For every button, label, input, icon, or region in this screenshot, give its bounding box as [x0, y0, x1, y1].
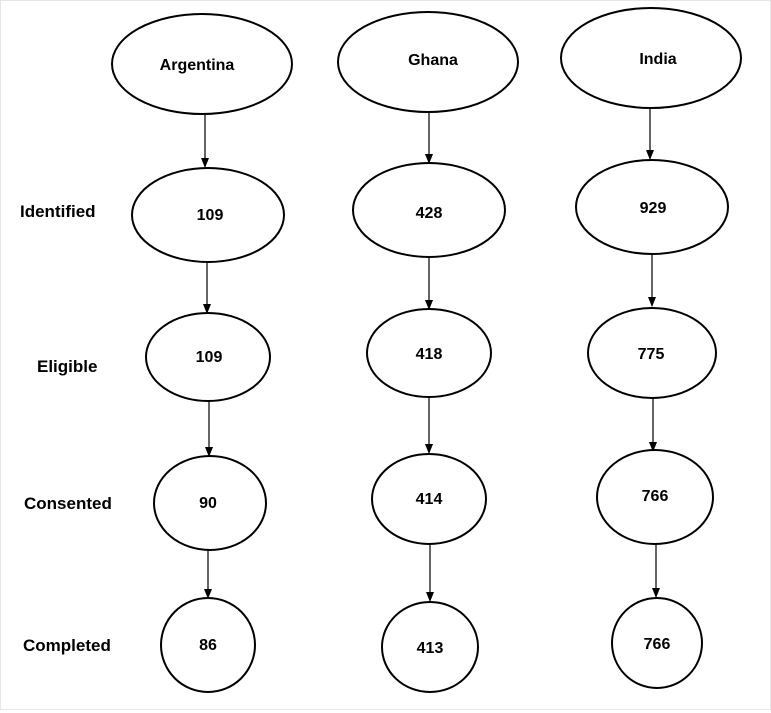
country-label: Ghana — [408, 52, 458, 69]
count-node-india-eligible: 775 — [587, 307, 717, 399]
count-value: 428 — [416, 205, 443, 222]
count-node-argentina-eligible: 109 — [145, 312, 271, 402]
count-value: 109 — [196, 349, 223, 366]
country-node-ghana: Ghana — [337, 11, 519, 113]
count-value: 109 — [197, 207, 224, 224]
country-node-argentina: Argentina — [111, 13, 293, 115]
country-label: India — [639, 51, 676, 68]
count-node-india-consented: 766 — [596, 449, 714, 545]
count-value: 766 — [642, 488, 669, 505]
count-value: 414 — [416, 491, 443, 508]
count-node-india-identified: 929 — [575, 159, 729, 255]
count-node-ghana-eligible: 418 — [366, 308, 492, 398]
stage-label-consented: Consented — [24, 494, 112, 513]
count-node-ghana-completed: 413 — [381, 601, 479, 693]
stage-label-eligible: Eligible — [37, 357, 97, 376]
count-node-argentina-consented: 90 — [153, 455, 267, 551]
count-node-argentina-completed: 86 — [160, 597, 256, 693]
count-value: 775 — [638, 346, 665, 363]
count-node-ghana-identified: 428 — [352, 162, 506, 258]
stage-label-identified: Identified — [20, 202, 96, 221]
count-node-ghana-consented: 414 — [371, 453, 487, 545]
count-value: 90 — [199, 495, 217, 512]
count-value: 413 — [417, 640, 444, 657]
arrows — [201, 108, 660, 602]
count-value: 929 — [640, 200, 667, 217]
count-node-india-completed: 766 — [611, 597, 703, 689]
count-value: 418 — [416, 346, 443, 363]
count-node-argentina-identified: 109 — [131, 167, 285, 263]
country-label: Argentina — [160, 57, 235, 74]
stage-label-completed: Completed — [23, 636, 111, 655]
count-value: 766 — [644, 636, 671, 653]
count-value: 86 — [199, 637, 217, 654]
country-node-india: India — [560, 7, 742, 109]
